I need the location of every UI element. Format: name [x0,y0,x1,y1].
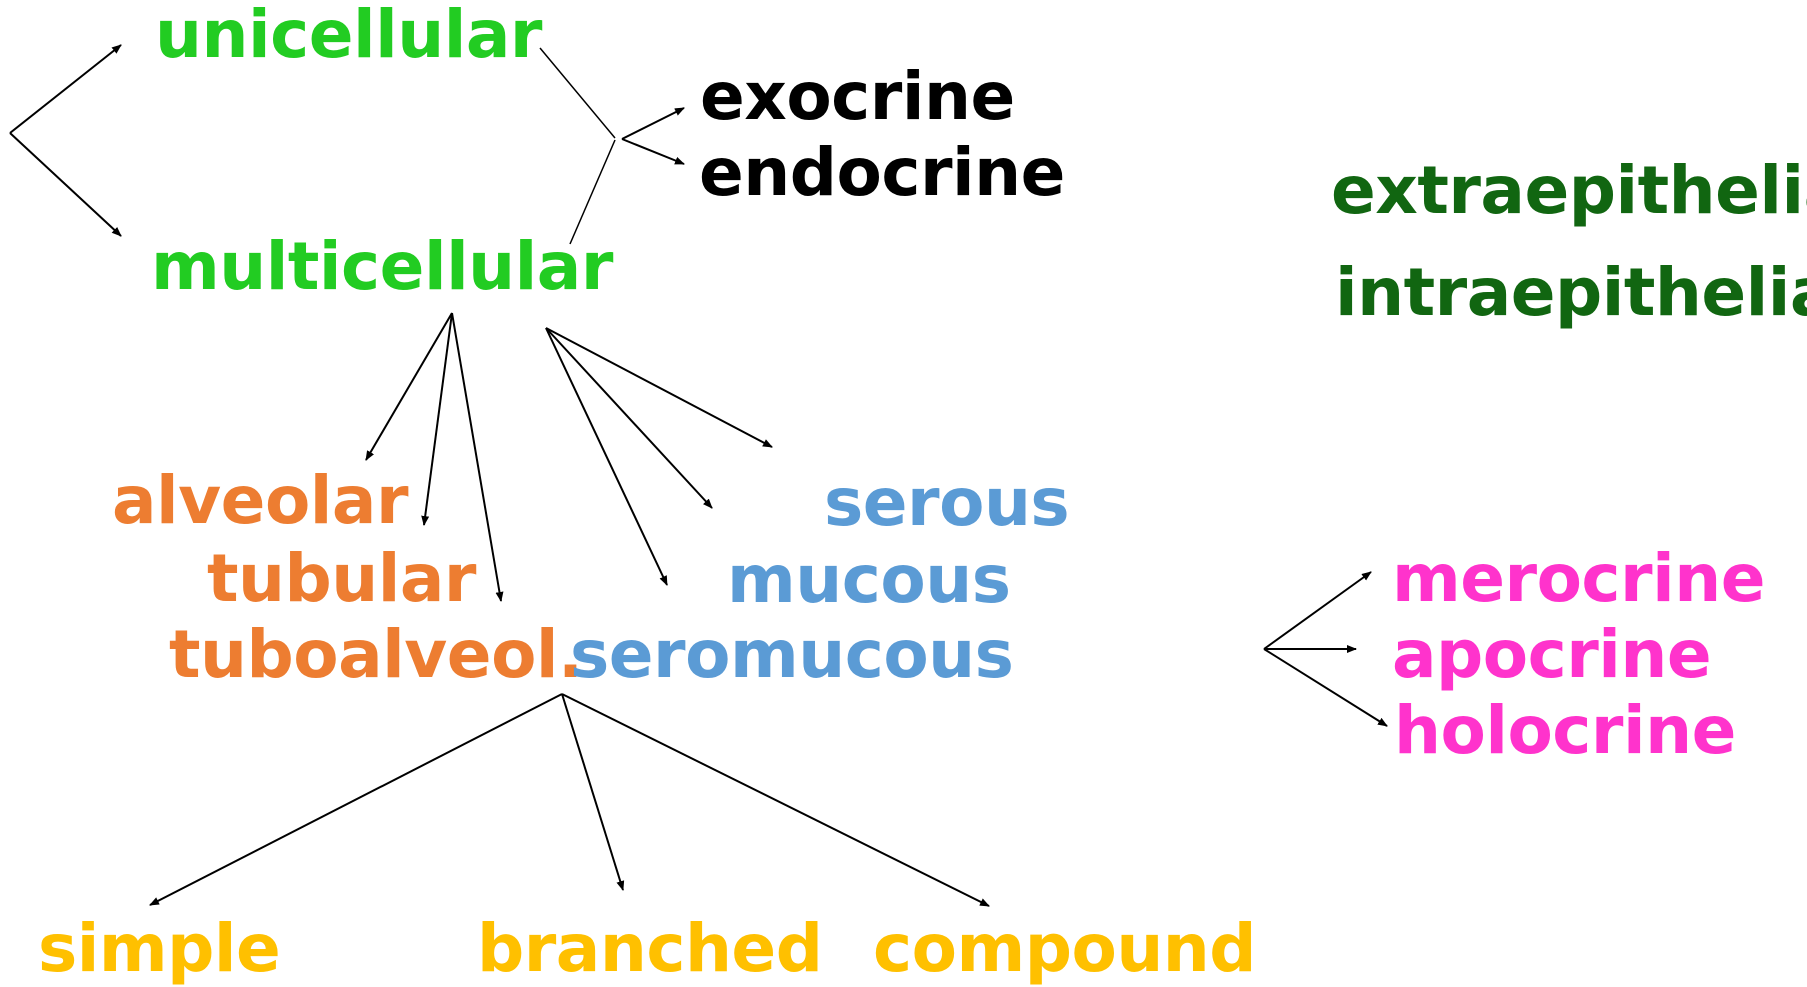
arrow-to-mucous [545,327,713,509]
label-compound: compound [873,910,1257,987]
label-extraepithelial: extraepithelial [1331,152,1807,229]
label-merocrine: merocrine [1392,540,1765,617]
label-endocrine: endocrine [699,134,1065,211]
label-simple: simple [38,910,281,987]
arrow-to-serous [545,327,773,448]
label-tuboalveolar: tuboalveol. [169,616,583,693]
label-branched: branched [477,910,823,987]
label-exocrine: exocrine [700,58,1015,135]
label-mucous: mucous [727,541,1011,618]
arrow-to-alveolar [365,312,453,461]
arrow-to-merocrine [1263,571,1372,650]
brace-from-unicellular [539,47,616,139]
arrow-to-seromucous [545,327,668,586]
label-seromucous: seromucous [570,616,1014,693]
label-serous: serous [824,464,1070,541]
label-intraepithelial: intraepithelial [1335,254,1807,331]
label-unicellular: unicellular [155,0,542,73]
label-alveolar: alveolar [112,462,409,539]
arrow-to-tuboalveolar [451,312,504,602]
arrow-to-compound [561,693,990,907]
arrow-to-holocrine [1263,648,1388,727]
arrow-to-simple [149,693,563,906]
arrow-to-unicellular [9,44,122,134]
label-holocrine: holocrine [1394,692,1736,769]
arrow-to-exocrine [621,107,685,140]
brace-from-multicellular [569,139,616,245]
arrow-to-endocrine [621,138,685,165]
arrow-to-tubular [421,312,453,526]
label-apocrine: apocrine [1392,616,1712,693]
label-multicellular: multicellular [151,228,613,305]
arrow-to-branched [561,693,625,891]
label-tubular: tubular [207,540,476,617]
arrow-to-multicellular [9,132,122,237]
